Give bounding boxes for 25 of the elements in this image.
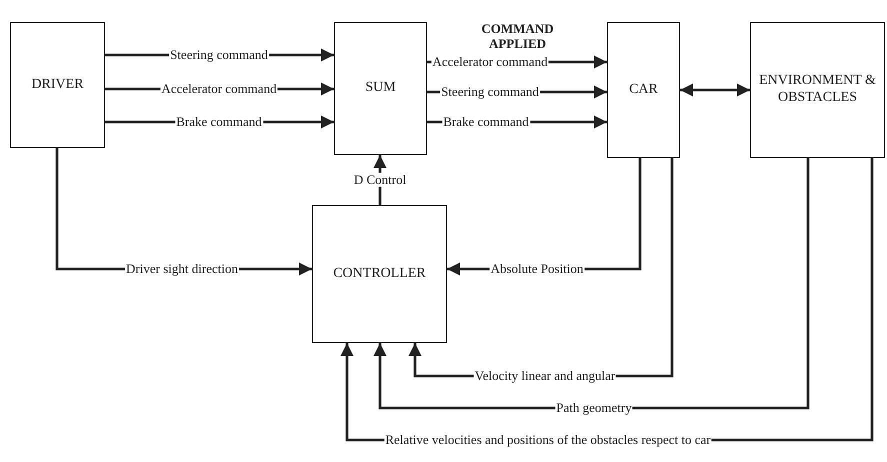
edge-label: Accelerator command <box>160 82 278 96</box>
edge-label: Accelerator command <box>431 54 549 70</box>
edge-label: Brake command <box>175 114 263 130</box>
block-label: CONTROLLER <box>333 266 426 282</box>
block-box <box>607 22 680 158</box>
block-box <box>750 22 885 158</box>
arrow <box>680 84 750 96</box>
edge-label: Path geometry <box>555 400 633 416</box>
block-label: CAR <box>629 82 658 98</box>
arrow <box>374 158 810 410</box>
note-label: COMMAND APPLIED <box>480 22 555 52</box>
edge-label: Brake command <box>442 114 530 130</box>
edge-label: Absolute Position <box>490 262 584 276</box>
edge-label: D Control <box>352 172 408 188</box>
block-label: DRIVER <box>31 76 84 94</box>
edge-label: Velocity linear and angular <box>474 368 616 384</box>
block-box <box>312 205 447 343</box>
block-label: SUM <box>365 80 396 97</box>
block-box <box>334 22 427 155</box>
edge-label: Driver sight direction <box>125 262 239 276</box>
edge-label: Steering command <box>169 48 269 62</box>
edge-label: Steering command <box>440 84 540 100</box>
edge-label: Relative velocities and positions of the obstacles respect to car <box>384 432 712 448</box>
block-box <box>10 22 105 148</box>
block-label: ENVIRONMENT & OBSTACLES <box>758 73 877 107</box>
